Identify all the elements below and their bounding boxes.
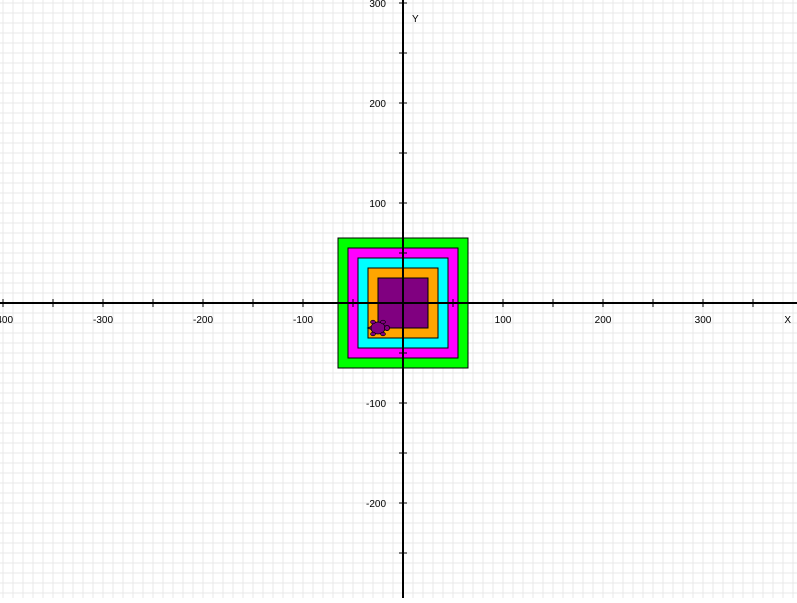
y-tick-label: -200	[366, 499, 386, 510]
turtle-leg	[370, 331, 376, 337]
x-tick-label: -300	[93, 315, 113, 326]
y-tick-label: 300	[369, 0, 386, 10]
x-tick-label: 300	[695, 315, 712, 326]
x-tick-label: 200	[595, 315, 612, 326]
x-axis-label: X	[784, 315, 791, 326]
x-tick-label: -100	[293, 315, 313, 326]
y-tick-label: 200	[369, 99, 386, 110]
turtle-tail	[366, 325, 372, 331]
y-tick-label: 100	[369, 199, 386, 210]
turtle-head	[384, 325, 390, 331]
x-tick-label: 100	[495, 315, 512, 326]
y-tick-label: -100	[366, 399, 386, 410]
turtle-icon	[366, 319, 390, 337]
turtle-leg	[380, 319, 386, 325]
x-tick-label: -400	[0, 315, 13, 326]
turtle-shape	[366, 319, 390, 337]
turtle-leg	[370, 319, 376, 325]
y-axis-label: Y	[412, 14, 419, 25]
turtle-leg	[380, 331, 386, 337]
x-tick-label: -200	[193, 315, 213, 326]
